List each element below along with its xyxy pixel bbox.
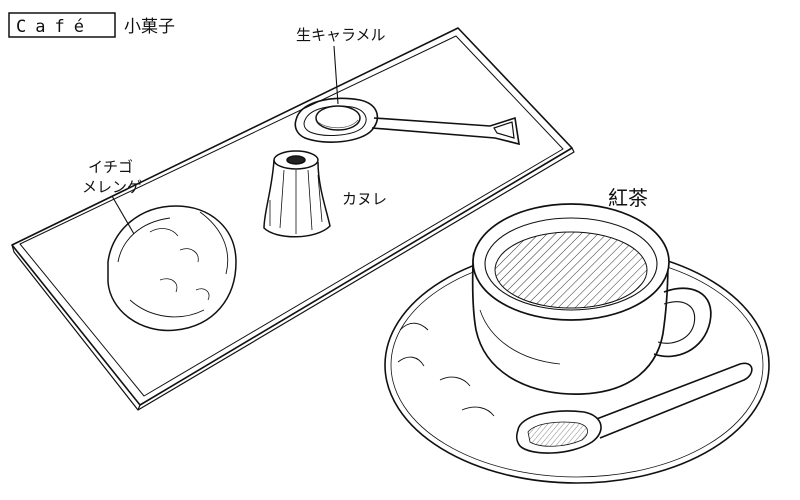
serving-plate [11, 27, 575, 411]
meringue-label-line2: メレンゲ [82, 178, 142, 196]
category-label: 小菓子 [124, 17, 175, 37]
cafe-label-box: Café [8, 12, 116, 38]
caramel-label: 生キャラメル [296, 26, 386, 44]
canele-label: カヌレ [342, 190, 387, 208]
teacup [471, 203, 712, 395]
label-leader-lines [111, 45, 339, 235]
teaspoon [515, 362, 753, 454]
strawberry-meringue [107, 205, 237, 332]
tea-label: 紅茶 [608, 186, 648, 210]
caramel-piece [315, 105, 361, 131]
cafe-label: Café [16, 17, 93, 37]
meringue-label-line1: イチゴ [88, 158, 133, 176]
canele [263, 150, 331, 238]
